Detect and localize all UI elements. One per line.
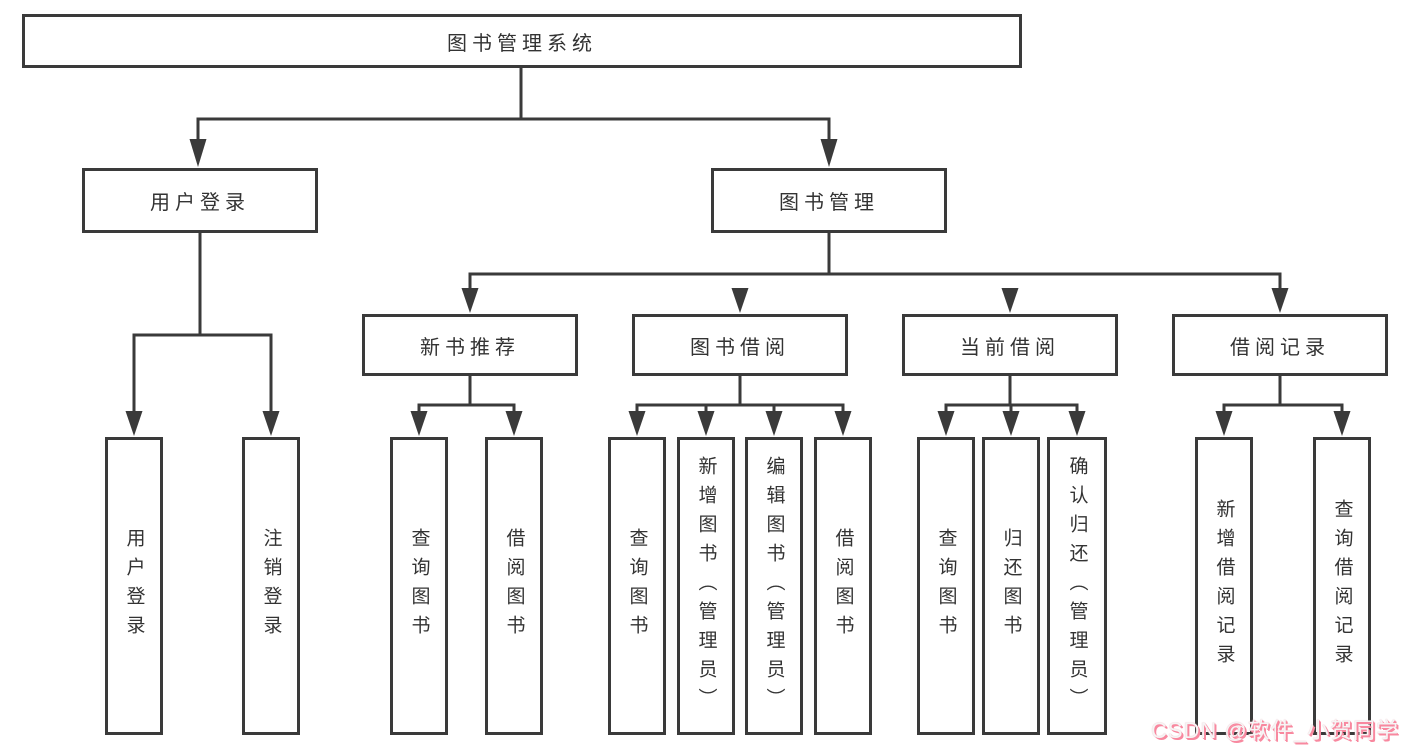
leaf-user-login-label: 用户登录 bbox=[123, 528, 145, 644]
leaf-records-add-record-label: 新增借阅记录 bbox=[1213, 499, 1235, 673]
leaf-newbook-borrow-book-label: 借阅图书 bbox=[503, 528, 525, 644]
leaf-records-add-record: 新增借阅记录 bbox=[1195, 437, 1253, 735]
leaf-records-query-record-label: 查询借阅记录 bbox=[1331, 499, 1353, 673]
leaf-borrow-query-book: 查询图书 bbox=[608, 437, 666, 735]
leaf-logout: 注销登录 bbox=[242, 437, 300, 735]
leaf-records-query-record: 查询借阅记录 bbox=[1313, 437, 1371, 735]
connector-records-rail bbox=[1222, 403, 1344, 417]
leaf-newbook-borrow-book: 借阅图书 bbox=[485, 437, 543, 735]
leaf-borrow-borrow-book: 借阅图书 bbox=[814, 437, 872, 735]
node-current-borrowing: 当前借阅 bbox=[902, 314, 1118, 376]
leaf-borrow-add-book-admin: 新增图书（管理员） bbox=[677, 437, 735, 735]
connector-login-rail bbox=[132, 333, 273, 416]
leaf-newbook-query-book: 查询图书 bbox=[390, 437, 448, 735]
leaf-current-return-book: 归还图书 bbox=[982, 437, 1040, 735]
leaf-borrow-add-book-admin-label: 新增图书（管理员） bbox=[695, 455, 717, 717]
node-user-login: 用户登录 bbox=[82, 168, 318, 233]
connector-level3-rail bbox=[468, 272, 1282, 294]
node-current-borrowing-label: 当前借阅 bbox=[960, 336, 1060, 359]
leaf-borrow-borrow-book-label: 借阅图书 bbox=[832, 528, 854, 644]
leaf-user-login: 用户登录 bbox=[105, 437, 163, 735]
leaf-borrow-edit-book-admin-label: 编辑图书（管理员） bbox=[763, 455, 785, 717]
leaf-borrow-edit-book-admin: 编辑图书（管理员） bbox=[745, 437, 803, 735]
leaf-logout-label: 注销登录 bbox=[260, 528, 282, 644]
node-library-system: 图书管理系统 bbox=[22, 14, 1022, 68]
csdn-watermark: CSDN @软件_小贺同学 bbox=[1150, 718, 1399, 743]
node-book-borrowing-label: 图书借阅 bbox=[690, 336, 790, 359]
node-borrowing-records-label: 借阅记录 bbox=[1230, 336, 1330, 359]
leaf-current-query-book: 查询图书 bbox=[917, 437, 975, 735]
leaf-borrow-query-book-label: 查询图书 bbox=[626, 528, 648, 644]
node-library-system-label: 图书管理系统 bbox=[447, 32, 597, 55]
arrowheads bbox=[125, 139, 1351, 436]
connector-borrow-rail bbox=[635, 403, 845, 417]
node-new-book-recommend: 新书推荐 bbox=[362, 314, 578, 376]
node-book-management: 图书管理 bbox=[711, 168, 947, 233]
leaf-current-confirm-return-admin: 确认归还（管理员） bbox=[1047, 437, 1107, 735]
node-new-book-recommend-label: 新书推荐 bbox=[420, 336, 520, 359]
leaf-current-confirm-return-admin-label: 确认归还（管理员） bbox=[1066, 455, 1088, 717]
leaf-current-query-book-label: 查询图书 bbox=[935, 528, 957, 644]
leaf-current-return-book-label: 归还图书 bbox=[1000, 528, 1022, 644]
node-book-management-label: 图书管理 bbox=[779, 192, 879, 214]
node-book-borrowing: 图书借阅 bbox=[632, 314, 848, 376]
node-user-login-label: 用户登录 bbox=[150, 192, 250, 214]
node-borrowing-records: 借阅记录 bbox=[1172, 314, 1388, 376]
connector-newbook-rail bbox=[417, 403, 516, 417]
connector-level2-rail bbox=[196, 117, 831, 148]
leaf-newbook-query-book-label: 查询图书 bbox=[408, 528, 430, 644]
